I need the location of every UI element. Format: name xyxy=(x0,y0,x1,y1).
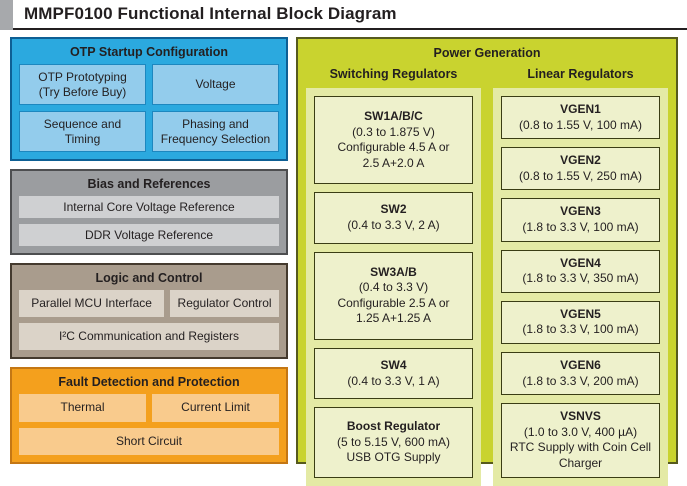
logic-grid: Parallel MCU Interface Regulator Control… xyxy=(19,290,279,350)
block-internal-core-voltage-reference: Internal Core Voltage Reference xyxy=(19,196,279,218)
block-vgen2: VGEN2 (0.8 to 1.55 V, 250 mA) xyxy=(501,147,660,191)
block-title-vgen4: VGEN4 xyxy=(560,255,601,270)
left-column: OTP Startup Configuration OTP Prototypin… xyxy=(10,37,288,464)
block-thermal: Thermal xyxy=(19,394,146,422)
linear-regulators-panel: VGEN1 (0.8 to 1.55 V, 100 mA) VGEN2 (0.8… xyxy=(493,88,668,486)
section-otp-startup-configuration: OTP Startup Configuration OTP Prototypin… xyxy=(10,37,288,161)
block-ddr-voltage-reference: DDR Voltage Reference xyxy=(19,224,279,246)
corner-tab-decoration xyxy=(0,0,13,30)
block-sequence-and-timing: Sequence and Timing xyxy=(19,111,146,152)
section-title-logic: Logic and Control xyxy=(95,271,203,285)
block-vgen6: VGEN6 (1.8 to 3.3 V, 200 mA) xyxy=(501,351,660,396)
block-title-vgen6: VGEN6 xyxy=(560,357,601,372)
block-sw2: SW2 (0.4 to 3.3 V, 2 A) xyxy=(314,192,473,244)
section-bias-and-references: Bias and References Internal Core Voltag… xyxy=(10,169,288,255)
block-voltage: Voltage xyxy=(152,64,279,105)
block-vgen1: VGEN1 (0.8 to 1.55 V, 100 mA) xyxy=(501,96,660,140)
otp-grid: OTP Prototyping (Try Before Buy) Voltage… xyxy=(19,64,279,152)
switching-regulators-column: Switching Regulators SW1A/B/C (0.3 to 1.… xyxy=(306,64,481,486)
block-vgen3: VGEN3 (1.8 to 3.3 V, 100 mA) xyxy=(501,198,660,242)
block-title-sw4: SW4 xyxy=(380,358,407,372)
linear-regulators-column: Linear Regulators VGEN1 (0.8 to 1.55 V, … xyxy=(493,64,668,486)
block-title-vgen1: VGEN1 xyxy=(560,102,601,116)
column-title-linear-regulators: Linear Regulators xyxy=(527,67,634,81)
block-detail-vgen1: (0.8 to 1.55 V, 100 mA) xyxy=(519,117,642,132)
section-fault-detection-protection: Fault Detection and Protection Thermal C… xyxy=(10,367,288,464)
block-title-vgen3: VGEN3 xyxy=(560,204,601,219)
diagram-body: OTP Startup Configuration OTP Prototypin… xyxy=(0,30,687,486)
block-detail-vsnvs: (1.0 to 3.0 V, 400 µA) RTC Supply with C… xyxy=(509,424,652,470)
column-title-switching-regulators: Switching Regulators xyxy=(329,67,458,81)
block-i2c-communication-registers: I²C Communication and Registers xyxy=(19,323,279,350)
block-detail-vgen5: (1.8 to 3.3 V, 100 mA) xyxy=(522,322,639,337)
block-detail-sw4: (0.4 to 3.3 V, 1 A) xyxy=(347,373,440,388)
block-title-sw3ab: SW3A/B xyxy=(370,264,417,279)
bias-grid: Internal Core Voltage Reference DDR Volt… xyxy=(19,196,279,246)
block-detail-sw3ab: (0.4 to 3.3 V) Configurable 2.5 A or 1.2… xyxy=(337,280,450,326)
title-bar: MMPF0100 Functional Internal Block Diagr… xyxy=(0,0,687,30)
block-detail-vgen4: (1.8 to 3.3 V, 350 mA) xyxy=(522,271,639,286)
block-detail-vgen6: (1.8 to 3.3 V, 200 mA) xyxy=(522,373,639,388)
block-current-limit: Current Limit xyxy=(152,394,279,422)
block-title-boost-regulator: Boost Regulator xyxy=(346,419,441,433)
block-sw3ab: SW3A/B (0.4 to 3.3 V) Configurable 2.5 A… xyxy=(314,251,473,340)
block-vgen4: VGEN4 (1.8 to 3.3 V, 350 mA) xyxy=(501,249,660,293)
section-title-power-generation: Power Generation xyxy=(433,46,541,60)
block-detail-sw1abc: (0.3 to 1.875 V) Configurable 4.5 A or 2… xyxy=(337,124,450,170)
power-columns: Switching Regulators SW1A/B/C (0.3 to 1.… xyxy=(306,64,668,486)
section-power-generation: Power Generation Switching Regulators SW… xyxy=(296,37,678,486)
switching-regulators-panel: SW1A/B/C (0.3 to 1.875 V) Configurable 4… xyxy=(306,88,481,486)
block-title-vgen5: VGEN5 xyxy=(560,306,601,321)
block-detail-vgen2: (0.8 to 1.55 V, 250 mA) xyxy=(519,168,642,183)
block-otp-prototyping: OTP Prototyping (Try Before Buy) xyxy=(19,64,146,105)
section-title-bias: Bias and References xyxy=(87,177,211,191)
block-phasing-frequency-selection: Phasing and Frequency Selection xyxy=(152,111,279,152)
block-boost-regulator: Boost Regulator (5 to 5.15 V, 600 mA) US… xyxy=(314,407,473,478)
block-title-sw1abc: SW1A/B/C xyxy=(364,108,423,123)
block-detail-sw2: (0.4 to 3.3 V, 2 A) xyxy=(347,217,440,232)
block-vsnvs: VSNVS (1.0 to 3.0 V, 400 µA) RTC Supply … xyxy=(501,403,660,478)
section-logic-and-control: Logic and Control Parallel MCU Interface… xyxy=(10,263,288,359)
block-title-vgen2: VGEN2 xyxy=(560,153,601,168)
block-detail-vgen3: (1.8 to 3.3 V, 100 mA) xyxy=(522,219,639,234)
page-title: MMPF0100 Functional Internal Block Diagr… xyxy=(24,4,397,23)
block-detail-boost-regulator: (5 to 5.15 V, 600 mA) USB OTG Supply xyxy=(337,434,450,465)
block-parallel-mcu-interface: Parallel MCU Interface xyxy=(19,290,165,317)
block-title-sw2: SW2 xyxy=(380,202,407,217)
section-title-otp: OTP Startup Configuration xyxy=(69,45,229,59)
block-vgen5: VGEN5 (1.8 to 3.3 V, 100 mA) xyxy=(501,300,660,344)
fault-grid: Thermal Current Limit Short Circuit xyxy=(19,394,279,455)
block-title-vsnvs: VSNVS xyxy=(560,409,601,424)
block-regulator-control: Regulator Control xyxy=(170,290,279,317)
section-title-fault: Fault Detection and Protection xyxy=(58,375,240,389)
block-short-circuit: Short Circuit xyxy=(19,427,279,455)
block-sw4: SW4 (0.4 to 3.3 V, 1 A) xyxy=(314,347,473,400)
block-sw1abc: SW1A/B/C (0.3 to 1.875 V) Configurable 4… xyxy=(314,96,473,185)
